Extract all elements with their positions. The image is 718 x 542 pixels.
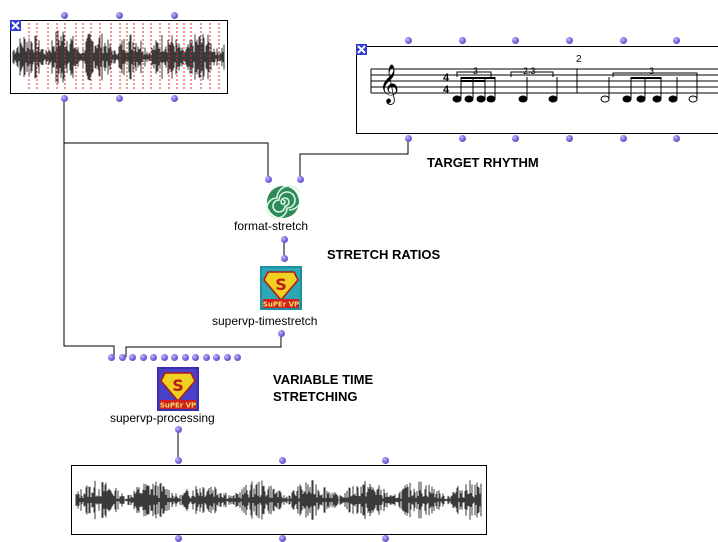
note-head — [688, 95, 698, 103]
svg-text:S: S — [275, 275, 287, 294]
supervp-timestretch-logo-icon[interactable]: S SuPEr VP — [260, 266, 302, 315]
voice-outlet-3[interactable] — [512, 135, 519, 142]
voice-inlet-2[interactable] — [459, 37, 466, 44]
output-sound-inlet-2[interactable] — [279, 457, 286, 464]
note-head — [464, 95, 474, 103]
voice-outlet-2[interactable] — [459, 135, 466, 142]
input-sound-outlet-2[interactable] — [116, 95, 123, 102]
treble-clef-icon: 𝄞 — [379, 64, 399, 105]
note-head — [452, 95, 462, 103]
supervp-processing-logo-icon[interactable]: S SuPEr VP — [157, 367, 199, 416]
wire-sound-to-processing — [63, 143, 115, 357]
note-head — [548, 95, 558, 103]
voice-score-box[interactable]: 𝄞 4 4 3 2.3 3 2 — [356, 46, 718, 134]
note-head — [600, 95, 610, 103]
input-sound-outlet-1[interactable] — [61, 95, 68, 102]
time-signature-bottom: 4 — [443, 84, 450, 96]
voice-outlet-5[interactable] — [620, 135, 627, 142]
rhythm-score: 𝄞 4 4 3 2.3 3 2 — [370, 54, 718, 105]
supervp-timestretch-label: supervp-timestretch — [212, 314, 318, 328]
voice-inlet-5[interactable] — [620, 37, 627, 44]
note-head — [636, 95, 646, 103]
supervp-processing-inlet-12[interactable] — [223, 354, 231, 361]
svg-text:SuPEr VP: SuPEr VP — [160, 402, 196, 410]
voice-score-close-icon[interactable] — [356, 44, 367, 55]
format-stretch-outlet[interactable] — [281, 236, 288, 243]
time-signature-top: 4 — [443, 72, 450, 84]
supervp-processing-inlet-4[interactable] — [139, 354, 147, 361]
input-sound-close-icon[interactable] — [10, 20, 21, 31]
supervp-processing-outlet[interactable] — [175, 426, 182, 433]
voice-inlet-4[interactable] — [566, 37, 573, 44]
output-sound-box[interactable] — [71, 465, 487, 535]
svg-text:SuPEr VP: SuPEr VP — [263, 301, 299, 309]
comment-stretch-ratios: STRETCH RATIOS — [327, 247, 441, 262]
wire-sound-to-format — [63, 100, 269, 178]
output-waveform — [75, 480, 482, 520]
supervp-processing-inlet-5[interactable] — [150, 354, 157, 361]
supervp-processing-inlet-2[interactable] — [118, 354, 126, 361]
note-head — [476, 95, 486, 103]
voice-inlet-1[interactable] — [405, 37, 412, 44]
output-sound-outlet-1[interactable] — [175, 535, 182, 542]
input-sound-box[interactable] — [10, 20, 228, 94]
output-sound-inlet-3[interactable] — [382, 457, 389, 464]
tuplet-2: 2.3 — [523, 66, 536, 76]
supervp-processing-label: supervp-processing — [110, 411, 215, 425]
voice-outlet-1[interactable] — [405, 135, 412, 142]
tuplet-1: 3 — [473, 66, 478, 76]
voice-outlet-6[interactable] — [673, 135, 680, 142]
note-head — [652, 95, 662, 103]
input-sound-outlet-3[interactable] — [171, 95, 178, 102]
input-sound-inlet-3[interactable] — [171, 12, 178, 19]
format-stretch-spiral-icon[interactable] — [266, 185, 302, 224]
input-waveform — [12, 23, 225, 91]
format-stretch-inlet-1[interactable] — [265, 176, 272, 183]
voice-outlet-4[interactable] — [566, 135, 573, 142]
format-stretch-inlet-2[interactable] — [297, 176, 304, 183]
supervp-processing-inlet-3[interactable] — [129, 354, 136, 361]
supervp-processing-inlet-9[interactable] — [192, 354, 199, 361]
measure-number: 2 — [576, 54, 582, 65]
supervp-timestretch-inlet[interactable] — [281, 255, 288, 262]
svg-text:S: S — [172, 376, 184, 395]
comment-target-rhythm: TARGET RHYTHM — [427, 155, 539, 170]
note-head — [486, 95, 496, 103]
supervp-processing-inlet-13[interactable] — [234, 354, 241, 361]
format-stretch-label: format-stretch — [234, 219, 309, 233]
note-head — [668, 95, 678, 103]
supervp-processing-inlet-8[interactable] — [181, 354, 189, 361]
wire-timestretch-to-processing — [125, 333, 282, 357]
supervp-timestretch-outlet[interactable] — [278, 330, 285, 337]
supervp-processing-inlet-1[interactable] — [108, 354, 115, 361]
comment-variable-time-stretching: VARIABLE TIME STRETCHING — [273, 372, 374, 404]
supervp-processing-inlet-11[interactable] — [213, 354, 220, 361]
tuplet-3: 3 — [649, 66, 654, 76]
note-head — [622, 95, 632, 103]
output-sound-outlet-3[interactable] — [382, 535, 389, 542]
supervp-processing-inlet-10[interactable] — [202, 354, 210, 361]
voice-inlet-6[interactable] — [673, 37, 680, 44]
supervp-processing-inlet-7[interactable] — [171, 354, 178, 361]
supervp-processing-inlet-6[interactable] — [160, 354, 168, 361]
output-sound-inlet-1[interactable] — [175, 457, 182, 464]
output-sound-outlet-2[interactable] — [279, 535, 286, 542]
input-sound-inlet-2[interactable] — [116, 12, 123, 19]
voice-inlet-3[interactable] — [512, 37, 519, 44]
input-sound-inlet-1[interactable] — [61, 12, 68, 19]
note-head — [518, 95, 528, 103]
wire-voice-to-format — [299, 140, 409, 178]
